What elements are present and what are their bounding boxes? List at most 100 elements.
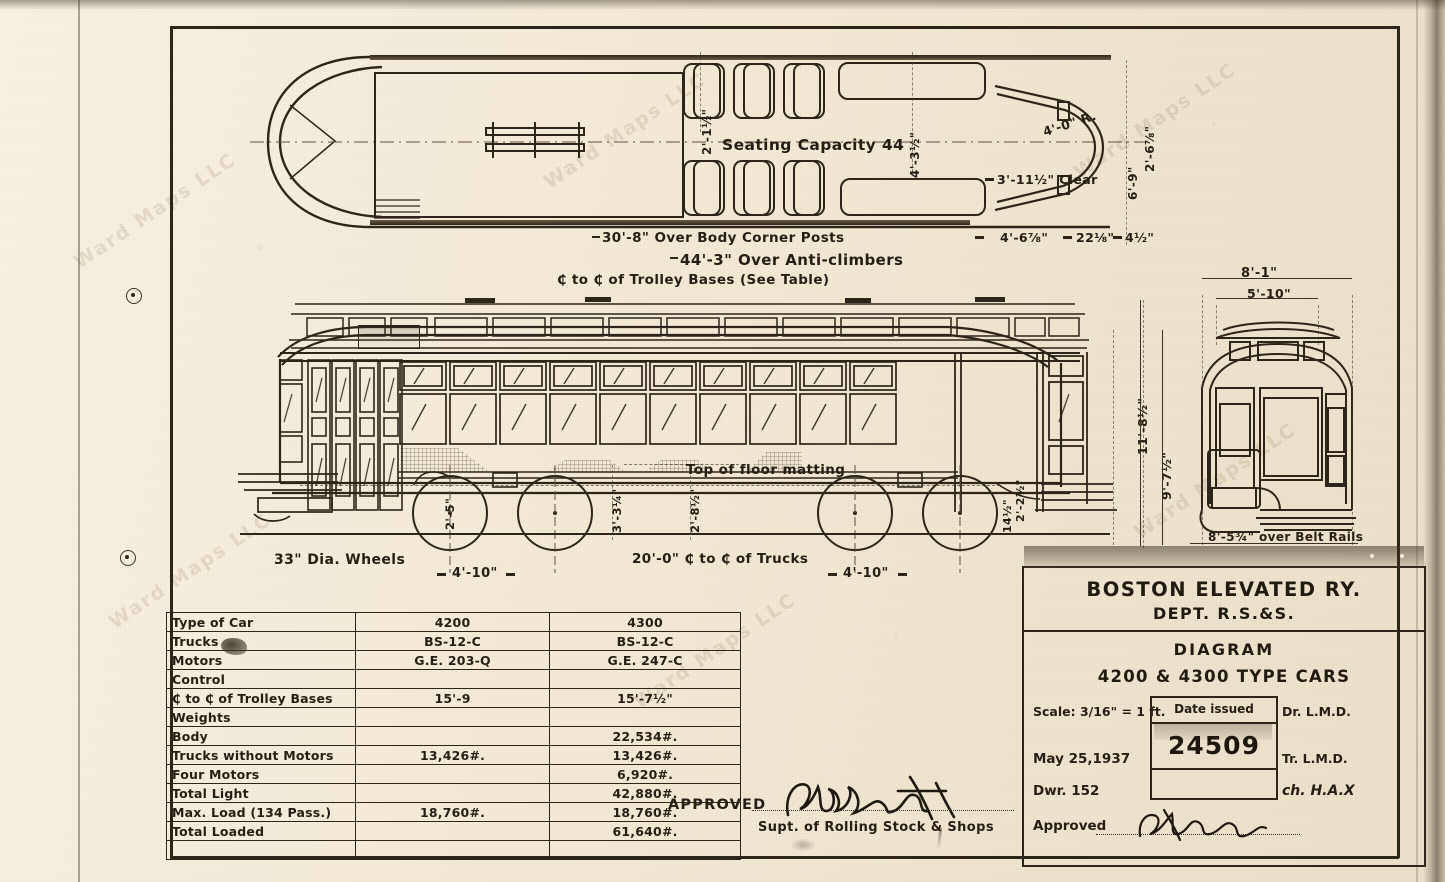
- section-ext-line: [1216, 305, 1217, 345]
- elev-ext-line: [1143, 300, 1144, 548]
- seat: [693, 63, 725, 119]
- plan-dim-overall-width: 6'-9": [1126, 166, 1140, 200]
- row-label: ₵ to ₵ of Trolley Bases: [166, 688, 356, 708]
- table-row: Max. Load (134 Pass.) 18,760#. 18,760#.: [166, 802, 741, 822]
- section-dim-line: [1190, 543, 1358, 545]
- scan-edge-top: [0, 0, 1445, 10]
- spec-table-body: Type of Car 4200 4300 Trucks BS-12-C BS-…: [166, 612, 741, 860]
- row-label: Trucks without Motors: [166, 745, 356, 765]
- numbox-smudge: [1154, 724, 1272, 740]
- plan-roof-panel: [374, 72, 684, 218]
- plan-dim-platform-a: 4'-6⅞": [1000, 230, 1049, 245]
- rivet-dot: [1400, 554, 1404, 558]
- rivet-dot: [1370, 554, 1374, 558]
- section-ext-line: [1352, 295, 1353, 545]
- plan-ext-line: [1126, 60, 1127, 245]
- elev-dim-wheelbase-left: 4'-10": [452, 566, 498, 581]
- cell-4200: [354, 707, 551, 727]
- plan-ext-line: [912, 52, 913, 172]
- center-mark-upper: [126, 288, 142, 304]
- plan-handrail: [485, 122, 585, 158]
- scan-smudge: [1024, 546, 1424, 568]
- title-date: May 25,1937: [1033, 751, 1131, 767]
- cell-4200: [354, 783, 551, 803]
- section-dim-monitor-width: 5'-10": [1247, 286, 1292, 301]
- elev-dim-truck-centers: 20'-0" ₵ to ₵ of Trucks: [632, 551, 809, 567]
- elev-dim-wheel-dia: 33" Dia. Wheels: [274, 552, 406, 568]
- plan-wall-top: [370, 55, 1111, 60]
- col-header-4300: 4300: [549, 612, 741, 632]
- title-drawer: Dwr. 152: [1033, 783, 1100, 799]
- elevation-letterboard-top: [280, 352, 1080, 354]
- dim-tick: [1113, 236, 1122, 239]
- cell-4200: G.E. 203-Q: [354, 650, 551, 670]
- table-row: Weights: [166, 707, 741, 727]
- border-bottom: [170, 856, 1399, 859]
- trolley-retriever-box: [358, 325, 420, 349]
- table-row: Four Motors 6,920#.: [166, 764, 741, 784]
- cell-4300: 22,534#.: [549, 726, 741, 746]
- plan-right-vestibule: [994, 84, 1105, 212]
- cell-4300: [549, 707, 741, 727]
- title-approved-label: Approved: [1033, 818, 1107, 834]
- title-block: BOSTON ELEVATED RY. DEPT. R.S.&S. DIAGRA…: [1022, 546, 1426, 867]
- plan-dim-seat-pitch: 2'-1½": [700, 108, 714, 155]
- table-row: Total Light 42,880#.: [166, 783, 741, 803]
- row-label: Trucks: [166, 631, 356, 651]
- row-label: Body: [166, 726, 356, 746]
- signature-rule: [752, 810, 1014, 811]
- seat: [793, 63, 825, 119]
- elev-ext-line: [690, 465, 691, 540]
- plan-dim-door-clear: 3'-11½" Clear: [997, 172, 1098, 187]
- plan-note-trolley-bases: ₵ to ₵ of Trolley Bases (See Table): [557, 272, 830, 288]
- border-right: [1397, 26, 1400, 858]
- title-drawn-by: Dr. L.M.D.: [1282, 704, 1351, 719]
- seat: [793, 160, 825, 216]
- row-label: Weights: [166, 707, 356, 727]
- table-row: Total Loaded 61,640#.: [166, 821, 741, 841]
- row-label: Four Motors: [166, 764, 356, 784]
- elev-dim-floor-height: 3'-3¼": [610, 488, 624, 533]
- plan-seating-capacity: Seating Capacity 44: [722, 136, 905, 154]
- title-divider: [1024, 630, 1424, 632]
- section-dim-line: [1162, 330, 1164, 545]
- paper-fold-left: [78, 0, 80, 882]
- section-dim-line: [1216, 298, 1318, 300]
- trucks-and-wheels: [412, 465, 1041, 573]
- elev-label-floor-matting: Top of floor matting: [686, 462, 846, 478]
- row-label: Total Light: [166, 783, 356, 803]
- drawing-number: 24509: [1168, 731, 1260, 760]
- cell-4300: BS-12-C: [549, 631, 741, 651]
- cell-4300: [549, 840, 741, 860]
- plan-wall-bottom: [370, 220, 970, 225]
- plan-door-hatch: [374, 199, 420, 219]
- section-dim-roof-width: 8'-1": [1241, 266, 1278, 281]
- section-outline: [1199, 321, 1356, 533]
- plan-dim-platform-c: 4½": [1125, 230, 1155, 245]
- table-header-row: Type of Car 4200 4300: [166, 612, 741, 632]
- section-ext-line: [1318, 305, 1319, 345]
- section-dim-line: [1140, 300, 1142, 546]
- plan-dim-anti-climbers: 44'-3" Over Anti-climbers: [680, 251, 904, 269]
- title-scale: Scale: 3/16" = 1 ft.: [1033, 704, 1166, 719]
- cell-4200: [354, 726, 551, 746]
- title-drawing-type: DIAGRAM: [1173, 640, 1275, 659]
- row-label: Control: [166, 669, 356, 689]
- front-step: [238, 473, 342, 522]
- plan-dim-platform-b: 22⅛": [1076, 230, 1115, 245]
- dim-tick: [506, 573, 515, 576]
- table-row: Trucks BS-12-C BS-12-C: [166, 631, 741, 651]
- row-label: Motors: [166, 650, 356, 670]
- folding-doors: [279, 359, 403, 511]
- cell-4300: [549, 669, 741, 689]
- dim-tick: [975, 236, 984, 239]
- row-label: [166, 840, 356, 860]
- title-approved-rule: [1096, 834, 1300, 835]
- cell-4200: [354, 840, 551, 860]
- cell-4300: 61,640#.: [549, 821, 741, 841]
- seat: [743, 160, 775, 216]
- dim-tick: [898, 573, 907, 576]
- paper-fold-right: [1416, 0, 1418, 882]
- cell-4200: [354, 669, 551, 689]
